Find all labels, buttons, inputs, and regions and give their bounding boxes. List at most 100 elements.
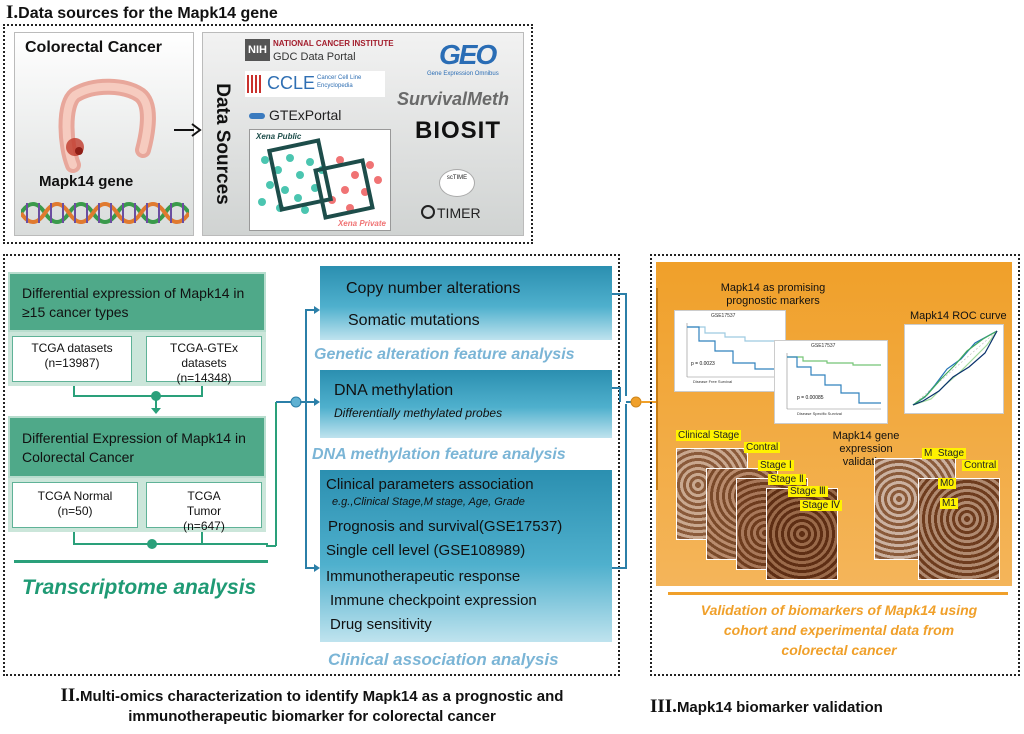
clinical-item-2: Prognosis and survival(GSE17537) — [328, 518, 563, 535]
diff-expr-crc-box: Differential Expression of Mapk14 in Col… — [8, 416, 266, 478]
tcga-group: TCGA datasets (n=13987) TCGA-GTEx datase… — [8, 332, 266, 386]
section3-roman: III. — [650, 696, 677, 717]
xena-panel: Xena Public Xena Private — [249, 129, 391, 231]
clinical-item-1-sub: e.g.,Clinical Stage,M stage, Age, Grade — [332, 496, 525, 508]
gene-label: Mapk14 gene — [39, 173, 134, 190]
sctime-logo: scTIME — [439, 169, 475, 197]
xena-scatter-icon — [258, 138, 382, 220]
validation-caption: Validation of biomarkers of Mapk14 using… — [700, 602, 978, 658]
biosit-logo: BIOSIT — [415, 117, 502, 144]
diff-expr-crc-text: Differential Expression of Mapk14 in Col… — [22, 430, 246, 465]
colon-illustration-icon — [58, 78, 156, 173]
roc-plot — [904, 324, 1004, 414]
km2-label: Disease Specific Survival — [797, 411, 842, 416]
section3-title: III.Mapk14 biomarker validation — [650, 696, 883, 718]
km1-label: Disease Free Survival — [693, 379, 733, 384]
section2-title: II.Multi-omics characterization to ident… — [22, 686, 602, 727]
survivalmeth-logo: SurvivalMeth — [397, 89, 510, 109]
merge-connector-1 — [73, 386, 203, 414]
dna-helix-icon — [21, 202, 189, 224]
transcriptome-underline — [14, 560, 268, 563]
km2-curve-icon — [786, 353, 881, 410]
tcga-normal-box: TCGA Normal (n=50) — [12, 482, 138, 528]
timer-logo: TIMER — [421, 205, 481, 221]
ihc-tag-m-stage: M Stage — [922, 448, 967, 459]
validation-bracket — [656, 288, 658, 490]
km2-pvalue: p = 0.00085 — [797, 395, 824, 401]
methylation-panel: DNA methylation Differentially methylate… — [320, 370, 612, 438]
ihc-tag-stage-3: Stage Ⅲ — [788, 486, 828, 497]
section3-title-text: Mapk14 biomarker validation — [676, 699, 883, 716]
merge-to-validation-connector — [612, 293, 656, 569]
ihc-tag-stage-4: Stage Ⅳ — [800, 500, 843, 511]
timer-text: TIMER — [437, 205, 481, 221]
branch-connector — [266, 306, 320, 572]
methylation-item-1: DNA methylation — [334, 382, 454, 399]
section1-title-text: Data sources for the Mapk14 gene — [18, 5, 278, 22]
tcga-datasets-box: TCGA datasets (n=13987) — [12, 336, 132, 382]
gtex-logo: GTExPortal — [249, 107, 341, 123]
gtex-text: GTExPortal — [269, 107, 342, 123]
clinical-caption: Clinical association analysis — [328, 650, 559, 669]
km1-pvalue: p = 0.0023 — [691, 361, 715, 367]
genetic-item-2: Somatic mutations — [348, 312, 480, 329]
ihc-tag-contral-right: Contral — [962, 460, 999, 471]
validation-panel: Mapk14 as promising prognostic markers M… — [656, 262, 1012, 586]
geo-text: GEO — [439, 39, 497, 70]
nci-line2: GDC Data Portal — [273, 51, 356, 63]
methylation-item-2: Differentially methylated probes — [334, 406, 503, 420]
roc-title: Mapk14 ROC curve — [910, 310, 1007, 322]
clinical-item-6: Drug sensitivity — [330, 616, 432, 633]
ihc-right-stack — [874, 458, 1000, 580]
km-plot-2: GSE17537 p = 0.00085 Disease Specific Su… — [774, 340, 888, 424]
tcga-tumor-box: TCGA Tumor (n=647) — [146, 482, 262, 533]
clinical-item-4: Immunotherapeutic response — [326, 568, 521, 585]
nci-line1: NATIONAL CANCER INSTITUTE — [273, 39, 394, 48]
ihc-tile-6 — [918, 478, 1000, 580]
clinical-panel: Clinical parameters association e.g.,Cli… — [320, 470, 612, 642]
cancer-panel: Colorectal Cancer Mapk14 gene — [14, 32, 194, 236]
km1-header: GSE17537 — [711, 313, 736, 319]
merge-connector-2 — [73, 532, 268, 549]
section2-title-line2: immunotherapeutic biomarker for colorect… — [128, 708, 496, 725]
validation-underline — [668, 592, 1008, 595]
arrow-right-icon — [174, 123, 202, 137]
km2-header: GSE17537 — [811, 343, 836, 349]
diff-expr-text: Differential expression of Mapk14 in ≥15… — [22, 285, 245, 320]
section1-roman: I. — [6, 2, 19, 23]
transcriptome-label: Transcriptome analysis — [22, 576, 257, 599]
ccle-text: CCLE — [267, 73, 316, 93]
ihc-tag-m1: M1 — [940, 498, 958, 509]
nci-logo: NIH NATIONAL CANCER INSTITUTE GDC Data P… — [245, 37, 405, 67]
km-plot-1: GSE17537 p = 0.0023 Disease Free Surviva… — [674, 310, 786, 392]
tcga-gtex-datasets-box: TCGA-GTEx datasets (n=14348) — [146, 336, 262, 385]
genetic-panel: Copy number alterations Somatic mutation… — [320, 266, 612, 340]
ccle-sub2: Encyclopedia — [317, 83, 353, 89]
section1-title: I.Data sources for the Mapk14 gene — [6, 2, 278, 24]
prognostic-title: Mapk14 as promising prognostic markers — [720, 282, 826, 307]
ihc-left-stack — [676, 448, 838, 580]
xena-public-label: Xena Public — [256, 132, 302, 141]
ccle-dots-icon — [247, 75, 263, 93]
data-sources-panel: Data Sources NIH NATIONAL CANCER INSTITU… — [202, 32, 524, 236]
cancer-label: Colorectal Cancer — [25, 39, 162, 56]
ihc-tag-m0: M0 — [938, 478, 956, 489]
clinical-item-5: Immune checkpoint expression — [330, 592, 537, 609]
section2-frame — [3, 254, 620, 676]
km1-curve-icon — [686, 323, 779, 378]
ihc-tag-clinical-stage: Clinical Stage — [676, 430, 742, 441]
geo-sub: Gene Expression Omnibus — [427, 71, 499, 77]
section3-frame — [650, 254, 1020, 676]
methylation-caption: DNA methylation feature analysis — [312, 446, 566, 463]
section1-frame — [3, 24, 533, 244]
clinical-item-1: Clinical parameters association — [326, 476, 534, 493]
genetic-item-1: Copy number alterations — [346, 280, 521, 297]
tcga-normal-tumor-group: TCGA Normal (n=50) TCGA Tumor (n=647) — [8, 478, 266, 533]
genetic-caption: Genetic alteration feature analysis — [314, 346, 575, 363]
sctime-text: scTIME — [446, 175, 468, 181]
timer-clock-icon — [421, 205, 435, 219]
xena-private-label: Xena Private — [337, 219, 386, 228]
section2-roman: II. — [60, 685, 81, 706]
ihc-tag-contral-left: Contral — [744, 442, 781, 453]
nih-badge: NIH — [245, 39, 270, 61]
